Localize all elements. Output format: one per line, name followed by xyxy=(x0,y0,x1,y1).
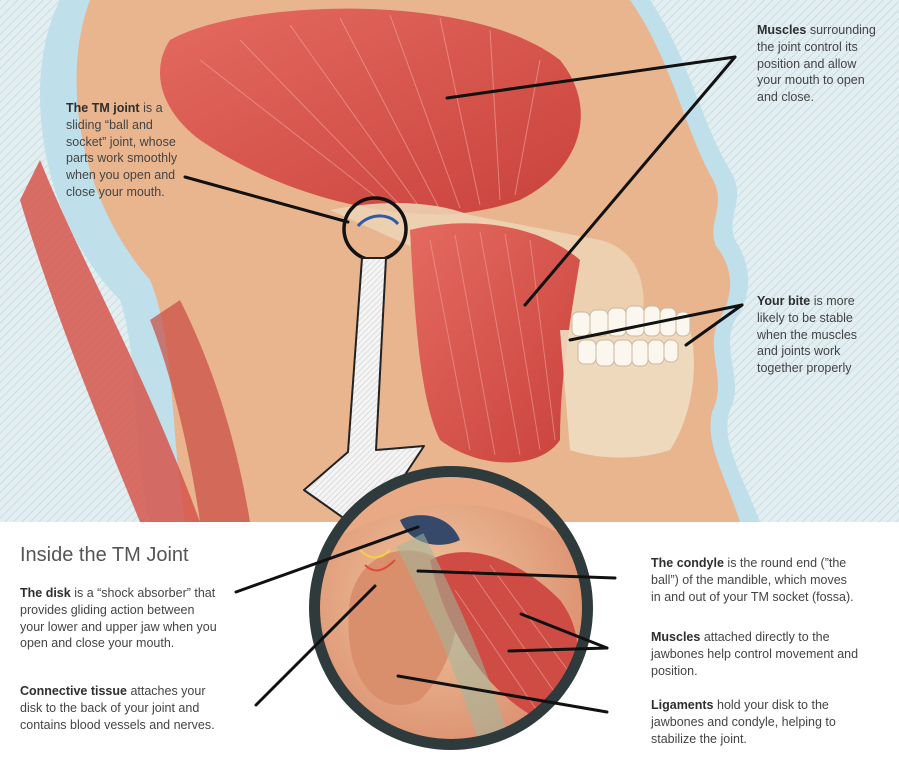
note-bite-text: is more likely to be stable when the mus… xyxy=(757,294,858,376)
note-disk-text: is a “shock absorber” that provides glid… xyxy=(20,586,217,651)
note-connective-term: Connective tissue xyxy=(20,684,127,698)
section-title: Inside the TM Joint xyxy=(20,544,189,566)
teeth xyxy=(571,305,691,367)
note-connective-tissue: Connective tissue attaches your disk to … xyxy=(20,683,225,733)
note-disk-term: The disk xyxy=(20,586,71,600)
neck-muscle-front xyxy=(150,300,250,522)
note-tm-joint-term: The TM joint xyxy=(66,101,140,115)
note-tm-joint: The TM joint is a sliding “ball and sock… xyxy=(66,100,186,201)
note-bite-term: Your bite xyxy=(757,294,811,308)
note-ligaments-term: Ligaments xyxy=(651,698,714,712)
note-condyle: The condyle is the round end (”the ball”… xyxy=(651,555,856,605)
note-muscles: Muscles surrounding the joint control it… xyxy=(757,22,879,106)
note-attached-muscles: Muscles attached directly to the jawbone… xyxy=(651,629,861,679)
note-disk: The disk is a “shock absorber” that prov… xyxy=(20,585,220,652)
note-connective-text: attaches your disk to the back of your j… xyxy=(20,684,215,732)
note-condyle-text: is the round end (”the ball”) of the man… xyxy=(651,556,854,604)
note-muscles2-term: Muscles xyxy=(651,630,701,644)
note-tm-joint-text: is a sliding “ball and socket” joint, wh… xyxy=(66,101,178,199)
note-muscles-text: surrounding the joint control its positi… xyxy=(757,23,876,105)
leader-lines xyxy=(183,55,744,714)
neck-muscle xyxy=(20,160,200,522)
note-muscles-term: Muscles xyxy=(757,23,807,37)
joint-inset xyxy=(309,466,593,750)
note-ligaments: Ligaments hold your disk to the jawbones… xyxy=(651,697,861,747)
note-ligaments-text: hold your disk to the jawbones and condy… xyxy=(651,698,836,746)
temporalis-muscle xyxy=(160,8,581,215)
note-condyle-term: The condyle xyxy=(651,556,724,570)
note-bite: Your bite is more likely to be stable wh… xyxy=(757,293,879,377)
masseter-muscle xyxy=(410,223,580,463)
note-muscles2-text: attached directly to the jawbones help c… xyxy=(651,630,859,678)
